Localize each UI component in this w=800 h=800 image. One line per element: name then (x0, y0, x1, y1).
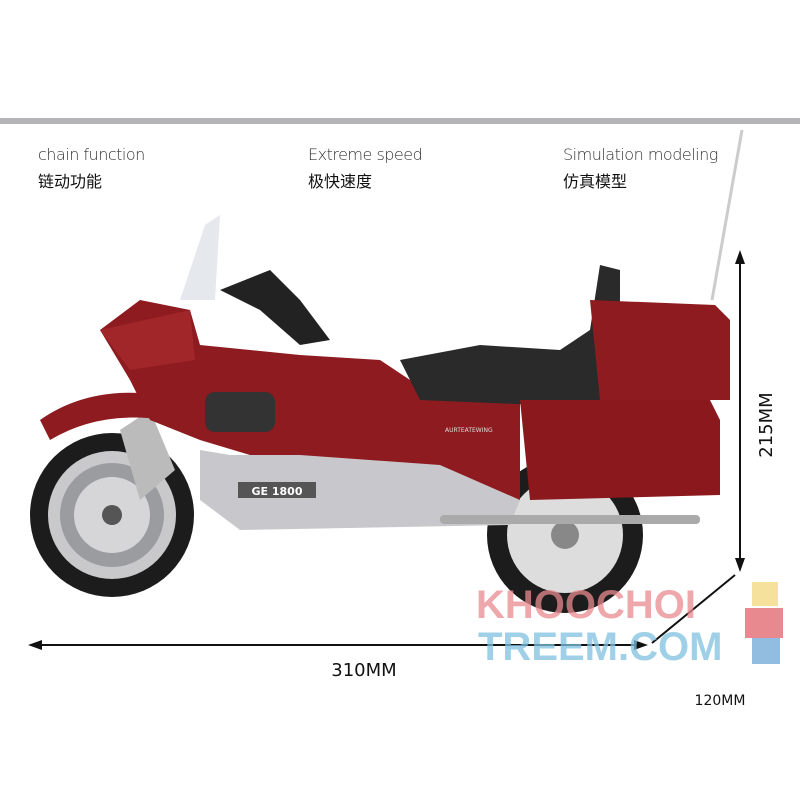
top-case (590, 300, 730, 400)
exhaust-pipe (440, 515, 700, 524)
feature-zh: 极快速度 (308, 172, 373, 191)
headlight-cowl (100, 310, 195, 370)
height-dimension: 215MM (735, 250, 777, 572)
minifig-body (745, 608, 783, 638)
length-label: 310MM (331, 660, 396, 681)
saddlebag (520, 400, 720, 500)
height-label: 215MM (756, 392, 777, 457)
watermark-logo: KHOOCHOI TREEM.COM (476, 582, 783, 669)
fairing (100, 300, 520, 500)
feature-chain-function: chain function 链动功能 (38, 145, 145, 192)
engine (200, 450, 520, 530)
feature-en: chain function (38, 145, 145, 164)
length-dimension: 310MM (28, 640, 648, 681)
width-label: 120MM (695, 693, 746, 709)
top-divider (0, 118, 800, 124)
seat (400, 265, 620, 405)
feature-extreme-speed: Extreme speed 极快速度 (308, 145, 423, 192)
feature-simulation-modeling: Simulation modeling 仿真模型 (563, 145, 718, 192)
windshield (180, 215, 220, 300)
feature-zh: 链动功能 (38, 172, 103, 191)
handlebars (220, 270, 330, 345)
front-fork (120, 410, 175, 500)
side-label: AURTEATEWING (445, 427, 493, 434)
feature-en: Extreme speed (308, 145, 423, 164)
feature-zh: 仿真模型 (563, 172, 628, 191)
minifig-head (752, 582, 778, 606)
front-fender (40, 392, 165, 440)
engine-badge (238, 482, 316, 498)
watermark-line1: KHOOCHOI (476, 583, 696, 627)
feature-en: Simulation modeling (563, 145, 718, 164)
antenna (710, 129, 744, 301)
side-vent (205, 392, 275, 432)
minifig-legs (752, 638, 780, 664)
width-dimension: 120MM (651, 574, 746, 709)
engine-label: GE 1800 (252, 485, 303, 498)
watermark-line2: TREEM.COM (478, 625, 722, 669)
